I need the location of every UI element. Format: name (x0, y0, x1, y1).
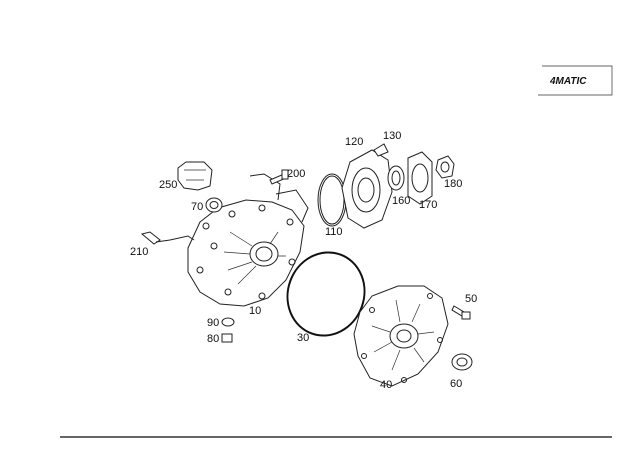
label-70[interactable]: 70 (191, 201, 203, 213)
bolt-part-50[interactable] (451, 305, 471, 320)
plug-part-80[interactable] (221, 333, 233, 343)
clip-part-250[interactable] (177, 161, 213, 191)
label-110[interactable]: 110 (325, 226, 343, 238)
label-10[interactable]: 10 (249, 305, 261, 317)
label-80[interactable]: 80 (207, 333, 219, 345)
flange-part-170[interactable] (407, 151, 433, 205)
seal-part-60[interactable] (451, 353, 473, 371)
label-30[interactable]: 30 (297, 332, 309, 344)
o-ring-part-30[interactable] (276, 242, 376, 347)
rear-cover-part-40[interactable] (353, 285, 449, 387)
seal-part-160[interactable] (387, 165, 405, 191)
cover-plate-part-120[interactable] (341, 149, 393, 229)
label-170[interactable]: 170 (419, 199, 437, 211)
bolt-part-130[interactable] (373, 143, 389, 157)
label-120[interactable]: 120 (345, 136, 363, 148)
part-labels: 10 30 40 50 60 70 80 90 110 120 130 160 … (130, 130, 477, 391)
model-badge: 4MATIC (538, 65, 613, 96)
o-ring-part-110[interactable] (317, 173, 347, 227)
nut-part-180[interactable] (435, 155, 455, 179)
seal-ring-part-90[interactable] (221, 317, 235, 327)
housing-part-10[interactable] (187, 173, 309, 307)
badge-text: 4MATIC (549, 76, 587, 87)
label-90[interactable]: 90 (207, 317, 219, 329)
label-210[interactable]: 210 (130, 246, 148, 258)
plug-part-70[interactable] (205, 197, 223, 213)
label-60[interactable]: 60 (450, 378, 462, 390)
label-180[interactable]: 180 (444, 178, 462, 190)
bolt-part-210[interactable] (140, 231, 195, 245)
label-250[interactable]: 250 (159, 179, 177, 191)
label-130[interactable]: 130 (383, 130, 401, 142)
label-50[interactable]: 50 (465, 293, 477, 305)
label-200[interactable]: 200 (287, 168, 305, 180)
label-40[interactable]: 40 (380, 379, 392, 391)
bolt-part-200[interactable] (269, 169, 289, 185)
label-160[interactable]: 160 (392, 195, 410, 207)
